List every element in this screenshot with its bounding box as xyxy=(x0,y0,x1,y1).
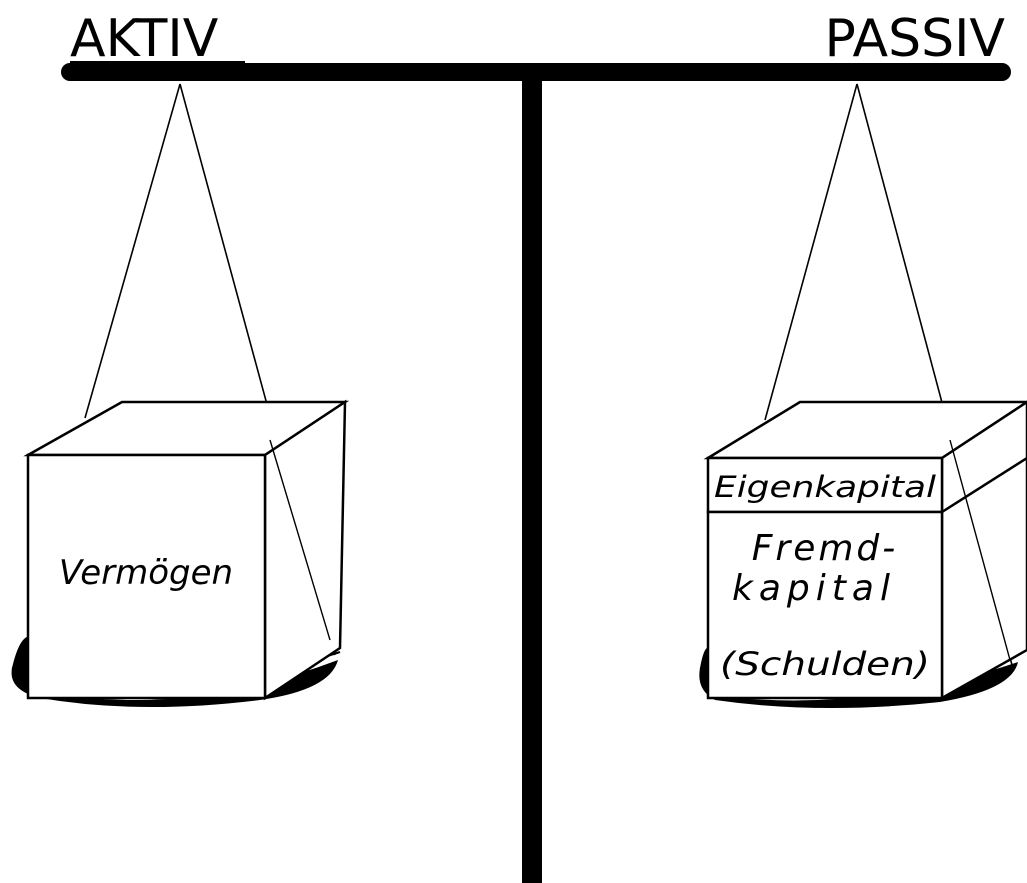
fremd-label: Fremd- xyxy=(752,528,899,569)
eigenkapital-label: Eigenkapital xyxy=(714,470,936,504)
left-box-side xyxy=(263,399,347,701)
left-rope-1 xyxy=(84,83,181,419)
left-pan: Vermögen xyxy=(11,83,350,708)
debt-section xyxy=(706,510,944,700)
right-box-side-divider xyxy=(941,456,1027,514)
left-box-front xyxy=(26,453,267,700)
schulden-label: (Schulden) xyxy=(720,645,930,683)
kapital-label: kapital xyxy=(732,568,896,609)
scale-pillar xyxy=(522,72,542,883)
aktiv-label: AKTIV xyxy=(70,9,219,69)
right-pan: Eigenkapital Fremd- kapital (Schulden) xyxy=(699,83,1027,709)
left-rope-overlay xyxy=(269,439,331,641)
vermoegen-label: Vermögen xyxy=(59,553,233,593)
passiv-label: PASSIV xyxy=(824,9,1005,69)
right-rope-1 xyxy=(764,83,858,421)
right-rope-overlay xyxy=(949,439,1011,661)
